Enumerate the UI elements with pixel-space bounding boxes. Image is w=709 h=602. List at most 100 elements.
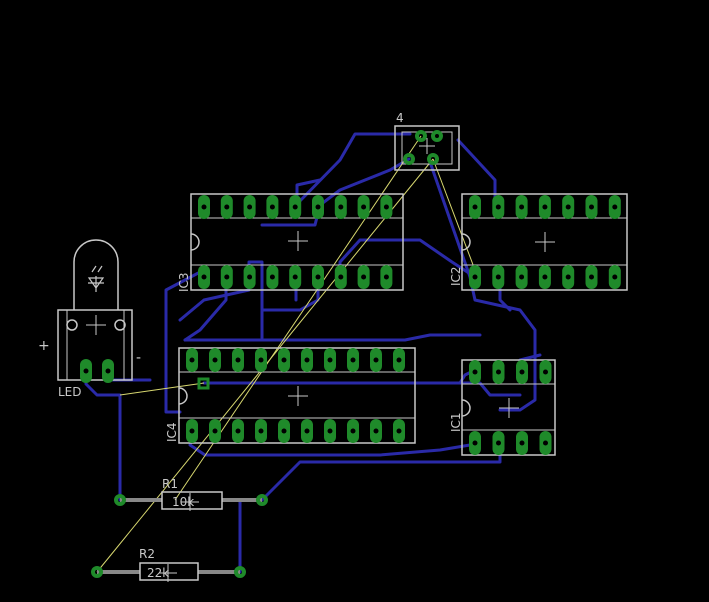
led-label: LED	[58, 385, 82, 399]
pad-hole	[373, 357, 379, 363]
ic4-label: IC4	[165, 422, 179, 442]
pad-hole	[519, 274, 525, 280]
trace[interactable]	[84, 371, 122, 502]
led-mount-hole	[66, 319, 78, 331]
pad-hole	[105, 368, 111, 374]
pad-hole	[383, 204, 389, 210]
pad-hole	[247, 274, 253, 280]
pad-hole	[83, 368, 89, 374]
pad-hole	[496, 369, 501, 375]
ic3-pads	[198, 195, 393, 289]
pad[interactable]	[431, 130, 443, 142]
pad-hole	[292, 204, 298, 210]
led-dome	[73, 239, 119, 310]
pad-hole	[472, 274, 478, 280]
pad-hole	[258, 357, 264, 363]
pad[interactable]	[427, 153, 439, 165]
ic1-notch	[461, 399, 471, 417]
ic2-outline	[461, 193, 628, 291]
r1-body	[161, 491, 223, 510]
led[interactable]: + - LED	[38, 239, 141, 399]
pad-hole	[350, 357, 356, 363]
pad-hole	[201, 204, 207, 210]
trace[interactable]	[183, 333, 482, 342]
ic3-label: IC3	[177, 272, 191, 292]
r2-body	[139, 562, 199, 581]
pad-hole	[189, 428, 195, 434]
pad[interactable]	[415, 130, 427, 142]
pad-hole	[519, 369, 525, 375]
diode-icon	[87, 265, 105, 292]
pad-hole	[315, 204, 321, 210]
pad-hole	[472, 440, 478, 446]
airwire[interactable]	[119, 382, 205, 396]
pad-hole	[542, 274, 548, 280]
trace[interactable]	[178, 288, 251, 322]
trace[interactable]	[260, 157, 411, 227]
pad-hole	[338, 204, 344, 210]
ic3[interactable]: IC3	[177, 193, 404, 292]
trace[interactable]	[106, 371, 152, 382]
connector-outline	[394, 125, 460, 171]
pad-hole	[224, 204, 230, 210]
r1[interactable]: R1 10k	[114, 477, 268, 511]
pad-hole	[201, 274, 207, 280]
pad-hole	[589, 274, 594, 280]
led-inner	[66, 309, 125, 381]
trace[interactable]	[238, 498, 264, 574]
ic4[interactable]: IC4	[165, 347, 416, 444]
airwire[interactable]	[432, 158, 476, 271]
pad-hole	[247, 204, 253, 210]
pad-hole	[496, 440, 501, 446]
ic2[interactable]: IC2	[449, 193, 628, 291]
pad-hole	[472, 369, 478, 375]
pad-hole	[212, 357, 218, 363]
ic1-pads	[469, 360, 552, 455]
pad-hole	[396, 428, 402, 434]
connector-inner	[401, 131, 453, 165]
pad-hole	[543, 369, 548, 375]
pad-hole	[258, 428, 264, 434]
via[interactable]	[197, 377, 210, 390]
trace[interactable]	[202, 381, 522, 397]
pad-hole	[281, 428, 287, 434]
pad-hole	[612, 204, 618, 210]
r1-value: 10k	[172, 495, 194, 509]
pad-hole	[589, 204, 594, 210]
pad-hole	[472, 204, 478, 210]
pad-hole	[327, 428, 333, 434]
pad-hole	[519, 204, 525, 210]
ic4-outline	[178, 347, 416, 444]
pad-hole	[269, 204, 275, 210]
pad-hole	[189, 357, 195, 363]
pad[interactable]	[234, 566, 246, 578]
pad[interactable]	[114, 494, 126, 506]
trace[interactable]	[164, 268, 206, 414]
trace[interactable]	[295, 132, 412, 206]
pad-hole	[495, 204, 501, 210]
led-minus-sign: -	[136, 350, 141, 366]
ic1-outline	[461, 359, 556, 456]
pad-hole	[281, 357, 287, 363]
pad-hole	[361, 274, 367, 280]
pad-hole	[519, 440, 525, 446]
pad-hole	[235, 357, 241, 363]
pad-hole	[304, 428, 310, 434]
ic1-label: IC1	[449, 412, 463, 432]
pad[interactable]	[403, 153, 415, 165]
pad[interactable]	[256, 494, 268, 506]
trace[interactable]	[260, 443, 502, 502]
ic2-pads	[469, 195, 621, 289]
pad-hole	[269, 274, 275, 280]
led-plus-sign: +	[38, 338, 50, 354]
pad[interactable]	[91, 566, 103, 578]
ic1[interactable]: IC1	[449, 359, 556, 456]
r2[interactable]: R2 22k	[91, 547, 246, 582]
pad-hole	[565, 274, 571, 280]
pad-hole	[543, 440, 548, 446]
ic3-outline	[190, 193, 404, 291]
r2-label: R2	[139, 547, 155, 561]
connector-4[interactable]: 4	[394, 111, 460, 171]
pad-hole	[373, 428, 379, 434]
pad-hole	[396, 357, 402, 363]
